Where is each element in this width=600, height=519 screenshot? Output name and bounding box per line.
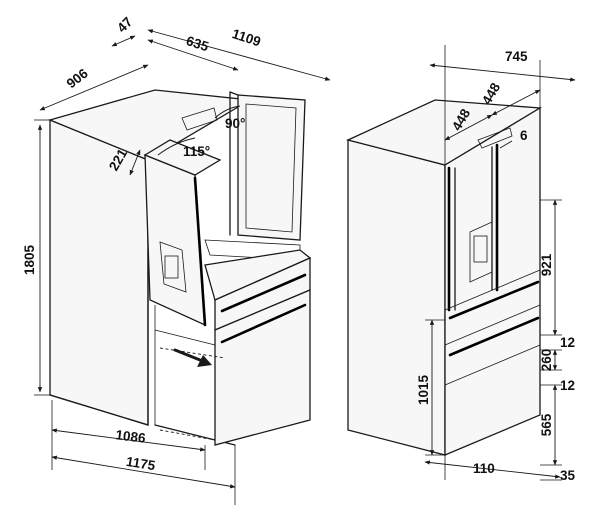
water-dispenser (159, 241, 187, 293)
door-handle-left (193, 176, 207, 327)
angle-115-label: 115° (183, 144, 210, 159)
water-dispenser-closed (469, 221, 493, 283)
dim-depth-label: 906 (64, 65, 91, 91)
dim-921-label: 921 (539, 253, 554, 276)
drawer-lower-handle-closed (448, 316, 540, 357)
dim-260-label: 260 (539, 349, 554, 372)
drawer-mid-handle (448, 280, 540, 320)
open-door-right (237, 94, 306, 241)
dim-1175-label: 1175 (125, 454, 157, 473)
dim-gap-label: 6 (520, 128, 528, 143)
dim-1109-line (147, 29, 331, 81)
pull-arrow-icon (197, 355, 212, 367)
dim-565-label: 565 (539, 413, 554, 436)
fridge-open-view: 1805 906 47 635 1109 221 90° 115° 1086 1… (22, 14, 331, 505)
dim-plinth-label: 35 (560, 468, 576, 483)
dim-1109-label: 1109 (230, 26, 262, 49)
drawer-lower-handle (220, 303, 307, 344)
dim-gap-lower-label: 12 (560, 378, 575, 393)
dim-door-thickness-label: 47 (114, 14, 135, 35)
dim-1015-label: 1015 (416, 374, 431, 405)
drawer-upper-handle (220, 273, 307, 313)
dim-745-line (429, 63, 576, 82)
angle-90-label: 90° (225, 116, 245, 131)
dim-1175-line (51, 455, 236, 489)
door-left-top (143, 139, 222, 176)
dim-745-label: 745 (505, 49, 528, 64)
drawer-lower-front (214, 289, 311, 446)
dim-110-label: 110 (473, 461, 495, 476)
dim-1086-line (51, 428, 206, 452)
cabinet-side (347, 139, 446, 456)
dim-depth-line (39, 64, 149, 111)
dim-110-line (424, 460, 561, 479)
dim-height-label: 1805 (22, 244, 37, 275)
dim-1086-label: 1086 (115, 427, 147, 446)
fridge-closed-view: 745 448 448 6 921 12 260 12 565 35 1015 (346, 45, 576, 483)
dim-gap-upper-label: 12 (560, 335, 575, 350)
